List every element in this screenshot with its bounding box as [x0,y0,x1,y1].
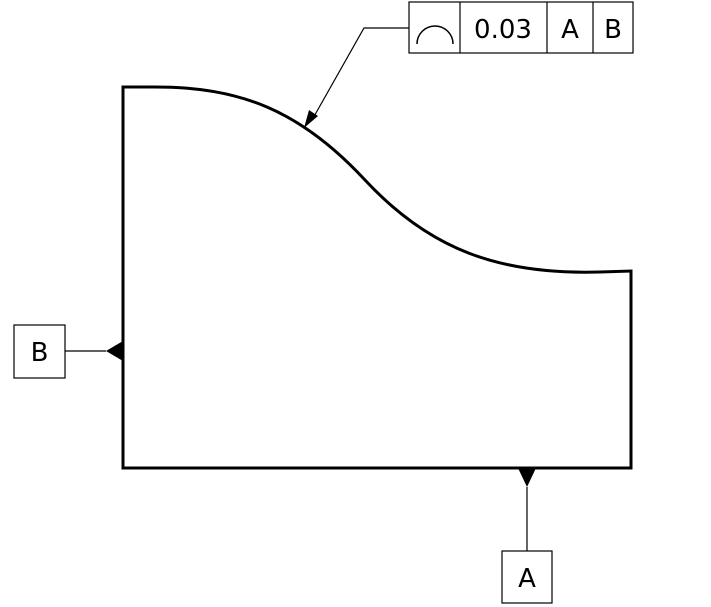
datum-b-label: B [31,338,49,368]
profile-of-a-line-icon [416,25,454,45]
fcf-secondary-datum: B [604,15,622,45]
datum-a-triangle-icon [518,468,536,487]
part-outline [121,85,633,470]
leader-arrowhead [304,110,318,128]
datum-b-triangle-icon [106,341,123,361]
fcf-primary-datum: A [561,15,579,45]
datum-a-label: A [518,564,536,594]
datum-b-indicator: B [13,324,123,379]
fcf-tolerance: 0.03 [474,15,532,45]
feature-control-frame: 0.03 A B [408,1,634,54]
datum-a-indicator: A [501,468,553,604]
fcf-leader [304,27,409,128]
